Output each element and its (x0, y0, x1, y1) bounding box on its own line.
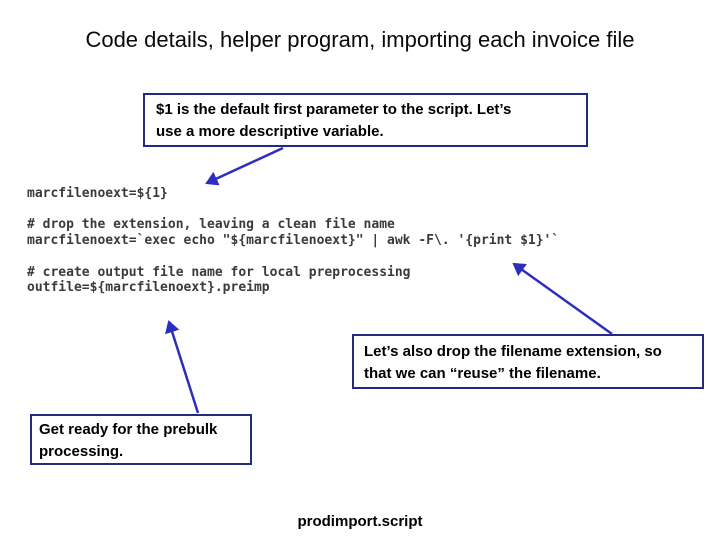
code-block: marcfilenoext=${1} # drop the extension,… (27, 186, 560, 296)
callout-text: Let’s also drop the filename extension, … (364, 343, 662, 360)
slide-title: Code details, helper program, importing … (85, 27, 635, 52)
arrow-to-param-line (205, 146, 284, 186)
callout-box-first-parameter: $1 is the default first parameter to the… (143, 93, 588, 147)
footer-script-name: prodimport.script (297, 513, 423, 530)
callout-text: that we can “reuse” the filename. (364, 365, 601, 382)
callout-text: Get ready for the prebulk (39, 421, 218, 438)
callout-box-drop-extension: Let’s also drop the filename extension, … (352, 334, 704, 389)
callout-text: $1 is the default first parameter to the… (156, 101, 512, 118)
callout-text: use a more descriptive variable. (156, 123, 384, 140)
callout-text: processing. (39, 443, 124, 460)
callout-box-prebulk: Get ready for the prebulk processing. (30, 414, 252, 465)
arrow-to-outfile-line (165, 320, 200, 414)
